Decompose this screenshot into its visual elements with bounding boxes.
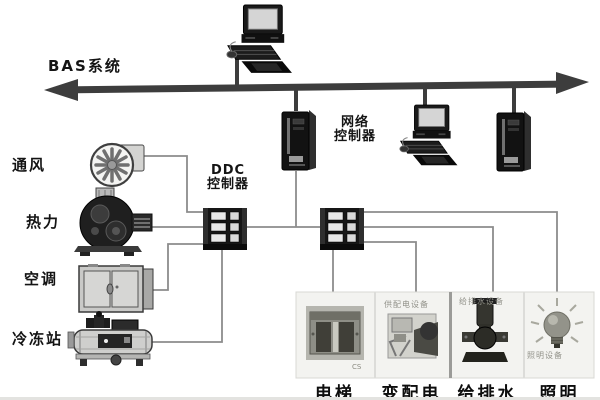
- subsystem-label-elevator: 电梯: [315, 384, 355, 400]
- zone-label-ventilation: 通风: [12, 156, 47, 174]
- field-wiring-lines: [142, 155, 558, 343]
- water-pump-photo: [462, 298, 508, 362]
- network-controller-label-line1: 网络: [340, 115, 369, 130]
- zone-label-heating: 热力: [26, 213, 61, 231]
- heating-boiler-icon: [74, 187, 153, 256]
- light-bulb-photo: [530, 298, 584, 348]
- ventilation-fan-icon: [89, 142, 145, 188]
- ddc-controller-label: DDC 控制器: [197, 163, 259, 193]
- network-controller-tower-icon: [281, 109, 317, 171]
- zone-label-chiller-station: 冷冻站: [12, 330, 64, 348]
- bas-trunk-bus: [44, 55, 589, 113]
- ddc-controller-label-line2: 控制器: [206, 177, 249, 193]
- elevator-photo-watermark: CS: [352, 363, 362, 371]
- subsystem-label-lighting: 照明: [539, 384, 580, 400]
- network-controller-label-line2: 控制器: [333, 129, 376, 145]
- air-conditioner-cabinet-icon: [78, 264, 154, 313]
- subsystem-label-water: 给排水: [457, 384, 518, 400]
- power-photo-caption: 供配电设备: [384, 300, 429, 309]
- elevator-photo: [306, 306, 364, 360]
- subsystem-photo-strip: [295, 291, 595, 379]
- zone-label-hvac: 空调: [24, 270, 59, 288]
- network-controller-tower-2-icon: [496, 110, 532, 172]
- bus-arrow-left-icon: [44, 79, 78, 101]
- ddc-controller-module-icon: [202, 207, 248, 251]
- switchgear-photo: [387, 313, 438, 359]
- bus-label: BAS系统: [48, 57, 122, 75]
- lighting-photo-caption: 照明设备: [527, 351, 563, 360]
- network-controller-label: 网络 控制器: [326, 115, 384, 145]
- workstation-computer-icon: [399, 104, 458, 166]
- ddc-controller-label-line1: DDC: [210, 163, 246, 178]
- chiller-unit-icon: [67, 311, 153, 366]
- bus-arrow-right-icon: [556, 72, 589, 94]
- ddc-controller-module-2-icon: [319, 207, 365, 251]
- subsystem-label-power: 变配电: [381, 384, 442, 400]
- water-photo-caption: 给排水设备: [459, 297, 504, 306]
